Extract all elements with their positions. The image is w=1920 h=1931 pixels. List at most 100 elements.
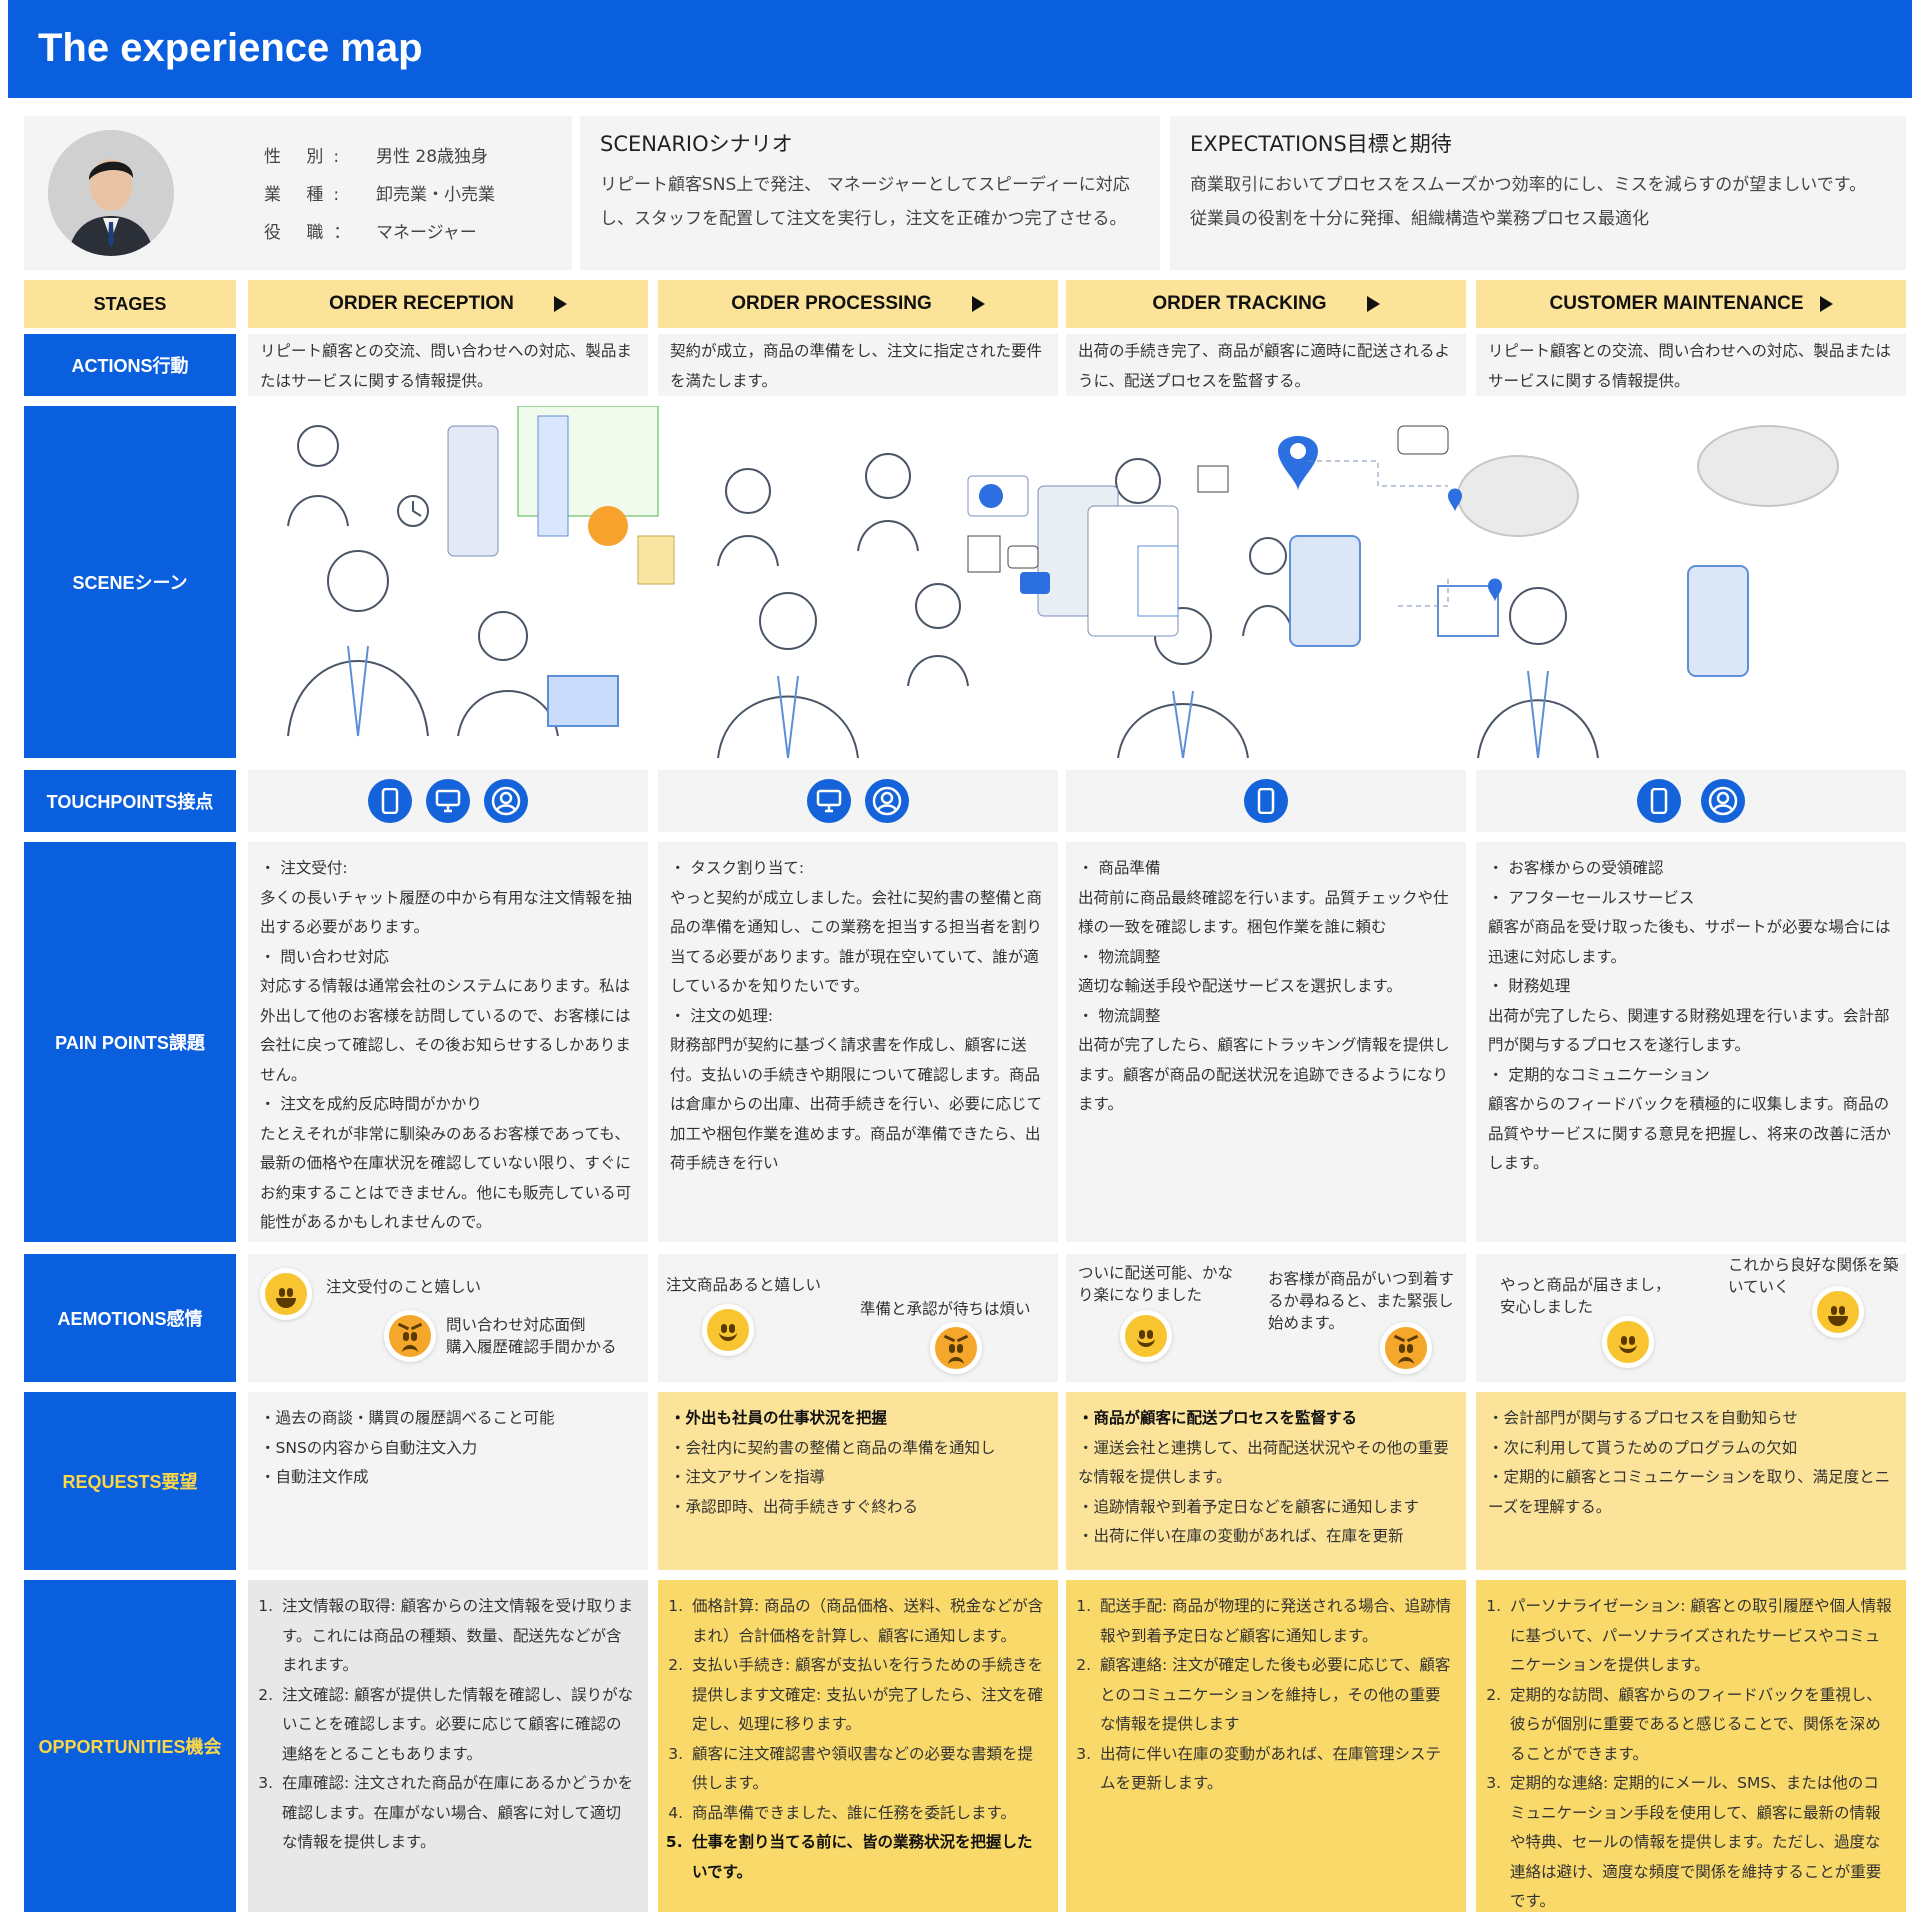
persona-card: 性 別:男性 28歳独身 業 種:卸売業・小売業 役 職：マネージャー	[24, 116, 572, 270]
phone-icon	[368, 779, 412, 823]
emotion-positive-text-2: これから良好な関係を築いていく	[1728, 1256, 1899, 1296]
request-item: 運送会社と連携して、出荷配送状況やその他の重要な情報を提供します。	[1078, 1434, 1454, 1493]
emotion-positive-text: 注文受付のこと嬉しい	[326, 1278, 482, 1296]
persona-industry-row: 業 種: 卸売業・小売業	[264, 180, 495, 205]
scene-illustration	[248, 405, 1920, 759]
expectations-line-2: 従業員の役割を十分に発揮、組織構造や業務プロセス最適化	[1190, 209, 1649, 229]
pain-heading: ・ 財務処理	[1488, 977, 1571, 995]
pain-heading: ・ 注文を成約反応時間がかかり	[260, 1095, 482, 1113]
touchpoints-cell	[1476, 770, 1906, 832]
requests-cell: 会計部門が関与するプロセスを自動知らせ 次に利用して貰うためのプログラムの欠如 …	[1476, 1392, 1906, 1570]
row-label-pain-points: PAIN POINTS課題	[24, 842, 236, 1242]
pain-points-cell: ・ タスク割り当て: やっと契約が成立しました。会社に契約書の整備と商品の準備を…	[658, 842, 1058, 1242]
emotion-negative-text: お客様が商品がいつ到着するか尋ねると、また緊張し始めます。	[1268, 1270, 1455, 1332]
request-item: 注文アサインを指導	[670, 1463, 1046, 1493]
opportunity-item: 注文情報の取得: 顧客からの注文情報を受け取ります。これには商品の種類、数量、配…	[278, 1592, 636, 1681]
opportunity-item: 定期的な訪問、顧客からのフィードバックを重視し、彼らが個別に重要であると感じるこ…	[1506, 1681, 1894, 1770]
opportunities-cell: 注文情報の取得: 顧客からの注文情報を受け取ります。これには商品の種類、数量、配…	[248, 1580, 648, 1912]
action-cell: 出荷の手続き完了、商品が顧客に適時に配送されるように、配送プロセスを監督する。	[1066, 334, 1466, 396]
row-label-scene: SCENEシーン	[24, 406, 236, 758]
stage-order-reception: ORDER RECEPTION	[248, 280, 648, 328]
pain-text: 多くの長いチャット履歴の中から有用な注文情報を抽出する必要があります。	[260, 888, 632, 937]
pain-text: 出荷前に商品最終確認を行います。品質チェックや仕様の一致を確認します。梱包作業を…	[1078, 888, 1449, 937]
opportunity-item: 支払い手続き: 顧客が支払いを行うための手続きを提供します文確定: 支払いが完了…	[688, 1651, 1046, 1740]
request-item: 自動注文作成	[260, 1463, 636, 1493]
pain-points-cell: ・ お客様からの受領確認 ・ アフターセールスサービス 顧客が商品を受け取った後…	[1476, 842, 1906, 1242]
opportunity-item: 注文確認: 顧客が提供した情報を確認し、誤りがないことを確認します。必要に応じて…	[278, 1681, 636, 1770]
stage-order-tracking: ORDER TRACKING	[1066, 280, 1466, 328]
opportunity-item: 配送手配: 商品が物理的に発送される場合、追跡情報や到着予定日など顧客に通知しま…	[1096, 1592, 1454, 1651]
desktop-icon	[807, 779, 851, 823]
emotions-cell: 注文商品あると嬉しい 準備と承認が待ちは煩い	[658, 1254, 1058, 1382]
pain-heading: ・ タスク割り当て:	[670, 859, 805, 877]
emotion-negative-text: 準備と承認が待ちは煩い	[860, 1300, 1031, 1318]
opportunity-item: 顧客連絡: 注文が確定した後も必要に応じて、顧客とのコミュニケーションを維持し，…	[1096, 1651, 1454, 1740]
gender-value: 男性 28歳独身	[376, 147, 489, 167]
pain-heading: ・ お客様からの受領確認	[1488, 859, 1664, 877]
happy-face-icon	[1812, 1286, 1864, 1338]
pain-text: 対応する情報は通常会社のシステムにあります。私は外出して他のお客様を訪問している…	[260, 977, 631, 1084]
emotion-positive-text: やっと商品が届きまし，安心しました	[1500, 1276, 1671, 1316]
stage-customer-maintenance: CUSTOMER MAINTENANCE	[1476, 280, 1906, 328]
happy-face-icon	[260, 1268, 312, 1320]
persona-role-row: 役 職：マネージャー	[264, 218, 477, 243]
angry-face-icon	[930, 1322, 982, 1374]
pain-heading: ・ 注文受付:	[260, 859, 348, 877]
person-icon	[1701, 779, 1745, 823]
person-icon	[865, 779, 909, 823]
pain-heading: ・ 注文の処理:	[670, 1006, 774, 1025]
pain-heading: ・ 商品準備	[1078, 859, 1161, 877]
row-label-actions: ACTIONS行動	[24, 334, 236, 396]
request-item: SNSの内容から自動注文入力	[260, 1434, 636, 1464]
play-icon	[1819, 296, 1833, 312]
touchpoints-cell	[1066, 770, 1466, 832]
pain-heading: ・ 物流調整	[1078, 1006, 1161, 1025]
emotion-positive-text: 注文商品あると嬉しい	[666, 1276, 822, 1294]
smile-face-icon	[1602, 1316, 1654, 1368]
industry-label: 業 種:	[264, 185, 350, 205]
pain-text: 出荷が完了したら、顧客にトラッキング情報を提供します。顧客が商品の配送状況を追跡…	[1078, 1036, 1450, 1113]
emotion-negative-text: 問い合わせ対応面倒 購入履歴確認手間かかる	[446, 1316, 617, 1356]
pain-text: やっと契約が成立しました。会社に契約書の整備と商品の準備を通知し、この業務を担当…	[670, 888, 1043, 996]
row-label-opportunities: OPPORTUNITIES機会	[24, 1580, 236, 1912]
row-label-emotions: AEMOTIONS感情	[24, 1254, 236, 1382]
request-item: 会計部門が関与するプロセスを自動知らせ	[1488, 1404, 1894, 1434]
pain-points-cell: ・ 注文受付: 多くの長いチャット履歴の中から有用な注文情報を抽出する必要があり…	[248, 842, 648, 1242]
scenario-text: リピート顧客SNS上で発注、 マネージャーとしてスピーディーに対応し、スタッフを…	[600, 175, 1130, 229]
pain-text: 適切な輸送手段や配送サービスを選択します。	[1078, 977, 1402, 995]
request-item: 次に利用して貰うためのプログラムの欠如	[1488, 1434, 1894, 1464]
angry-face-icon	[1380, 1322, 1432, 1374]
opportunity-item: 商品準備できました、誰に任務を委託します。	[688, 1799, 1046, 1829]
requests-cell: 商品が顧客に配送プロセスを監督する 運送会社と連携して、出荷配送状況やその他の重…	[1066, 1392, 1466, 1570]
request-item: 外出も社員の仕事状況を把握	[670, 1404, 1046, 1434]
opportunities-cell: パーソナライゼーション: 顧客との取引履歴や個人情報に基づいて、パーソナライズさ…	[1476, 1580, 1906, 1912]
request-item: 承認即時、出荷手続きすぐ終わる	[670, 1493, 1046, 1523]
row-label-stages: STAGES	[24, 280, 236, 328]
phone-icon	[1244, 779, 1288, 823]
pain-text: 顧客が商品を受け取った後も、サポートが必要な場合には迅速に対応します。	[1488, 918, 1891, 966]
requests-cell: 外出も社員の仕事状況を把握 会社内に契約書の整備と商品の準備を通知し 注文アサイ…	[658, 1392, 1058, 1570]
scenario-card: SCENARIOシナリオ リピート顧客SNS上で発注、 マネージャーとしてスピー…	[580, 116, 1160, 270]
play-icon	[971, 296, 985, 312]
opportunity-item: 顧客に注文確認書や領収書などの必要な書類を提供します。	[688, 1740, 1046, 1799]
row-label-touchpoints: TOUCHPOINTS接点	[24, 770, 236, 832]
expectations-title: EXPECTATIONS目標と期待	[1190, 132, 1452, 156]
pain-text: たとえそれが非常に馴染みのあるお客様であっても、最新の価格や在庫状況を確認してい…	[260, 1124, 632, 1232]
opportunity-item: 定期的な連絡: 定期的にメール、SMS、または他のコミュニケーション手段を使用し…	[1506, 1769, 1894, 1917]
request-item: 追跡情報や到着予定日などを顧客に通知します	[1078, 1493, 1454, 1523]
stage-order-processing: ORDER PROCESSING	[658, 280, 1058, 328]
emotion-positive-text: ついに配送可能、かなり楽になりました	[1078, 1264, 1234, 1304]
action-cell: 契約が成立，商品の準備をし、注文に指定された要件を満たします。	[658, 334, 1058, 396]
emotions-cell: 注文受付のこと嬉しい 問い合わせ対応面倒 購入履歴確認手間かかる	[248, 1254, 648, 1382]
request-item: 定期的に顧客とコミュニケーションを取り、満足度とニーズを理解する。	[1488, 1463, 1894, 1522]
opportunity-item: 仕事を割り当てる前に、皆の業務状況を把握したいです。	[688, 1828, 1046, 1887]
pain-text: 財務部門が契約に基づく請求書を作成し、顧客に送付。支払いの手続きや期限について確…	[670, 1036, 1043, 1172]
opportunities-cell: 配送手配: 商品が物理的に発送される場合、追跡情報や到着予定日など顧客に通知しま…	[1066, 1580, 1466, 1912]
action-cell: リピート顧客との交流、問い合わせへの対応、製品またはサービスに関する情報提供。	[248, 334, 648, 396]
industry-value: 卸売業・小売業	[376, 185, 495, 205]
phone-icon	[1637, 779, 1681, 823]
angry-face-icon	[384, 1310, 436, 1362]
page-title: The experience map	[38, 26, 423, 70]
smile-face-icon	[1120, 1310, 1172, 1362]
play-icon	[1366, 296, 1380, 312]
